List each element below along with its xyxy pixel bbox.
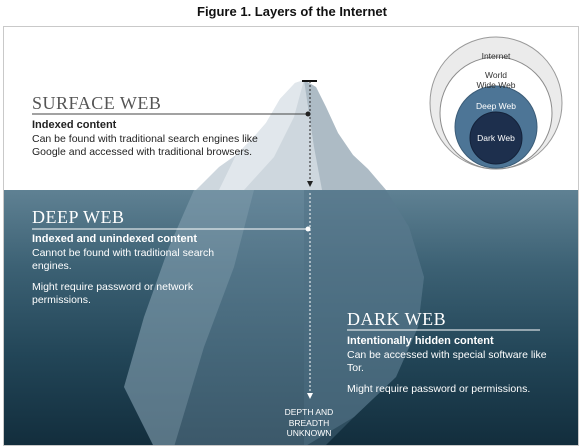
dark-web-note: Might require password or permissions. bbox=[347, 383, 531, 395]
depth-indicator bbox=[302, 80, 317, 399]
water-area bbox=[4, 190, 578, 445]
dark-web-subheading: Intentionally hidden content bbox=[347, 335, 494, 347]
iceberg-graphic bbox=[32, 36, 563, 445]
deep-web-heading: DEEP WEB bbox=[32, 207, 125, 227]
dark-web-description: Can be accessed with special software li… bbox=[347, 349, 547, 374]
surface-web-subheading: Indexed content bbox=[32, 119, 117, 131]
circle-label-internet: Internet bbox=[481, 51, 511, 61]
iceberg-illustration: Internet World Wide Web Deep Web Dark We… bbox=[3, 26, 579, 446]
nested-circles-diagram bbox=[429, 36, 563, 170]
circle-label-dark-web: Dark Web bbox=[477, 133, 515, 143]
depth-arrow-surface bbox=[307, 181, 313, 187]
depth-breadth-label: DEPTH AND BREADTH UNKNOWN bbox=[284, 407, 334, 438]
circle-label-deep-web: Deep Web bbox=[475, 101, 516, 111]
circle-dark-web bbox=[469, 111, 523, 165]
deep-web-block: DEEP WEB Indexed and unindexed content C… bbox=[32, 207, 247, 307]
deep-web-description: Cannot be found with traditional search … bbox=[32, 247, 215, 272]
dark-web-heading: DARK WEB bbox=[347, 309, 447, 329]
surface-marker-dot bbox=[305, 111, 311, 117]
dark-web-block: DARK WEB Intentionally hidden content Ca… bbox=[347, 309, 547, 396]
iceberg-submerged bbox=[124, 190, 424, 445]
iceberg-tip bbox=[196, 80, 386, 190]
surface-web-block: SURFACE WEB Indexed content Can be found… bbox=[32, 93, 282, 159]
surface-web-heading: SURFACE WEB bbox=[32, 93, 162, 113]
deep-marker-dot bbox=[305, 226, 311, 232]
deep-web-subheading: Indexed and unindexed content bbox=[32, 233, 198, 245]
deep-web-note: Might require password or network permis… bbox=[32, 281, 194, 306]
depth-arrow-bottom bbox=[307, 393, 313, 399]
circle-label-world-wide-web: World Wide Web bbox=[476, 70, 516, 90]
figure-title: Figure 1. Layers of the Internet bbox=[197, 4, 387, 19]
surface-web-description: Can be found with traditional search eng… bbox=[32, 133, 258, 158]
